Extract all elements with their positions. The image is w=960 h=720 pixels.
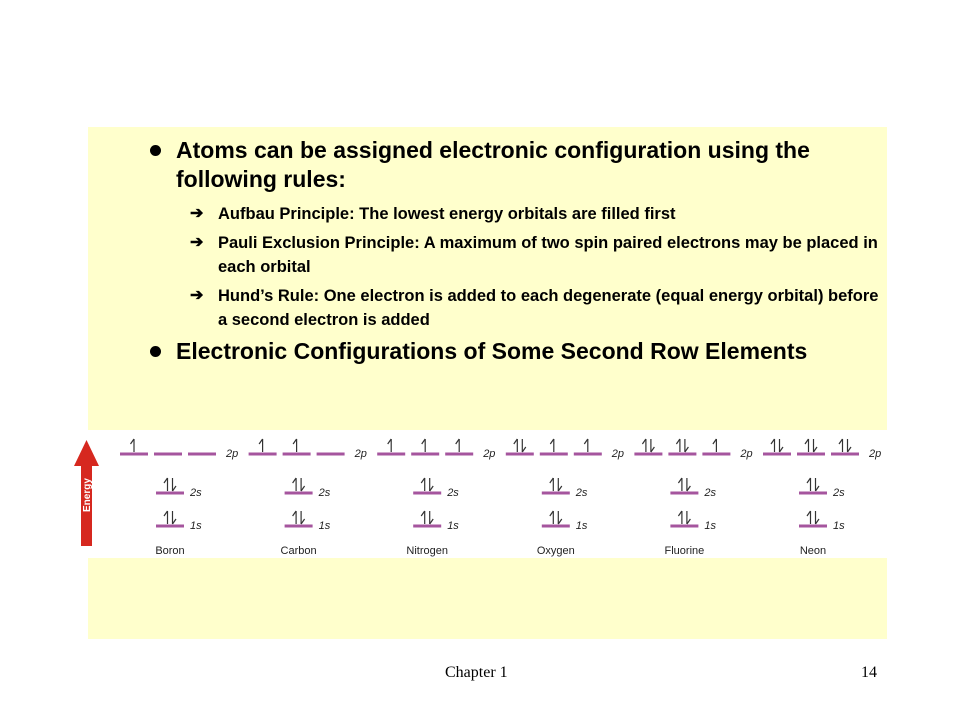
spin-up-arrowhead [130,438,135,445]
sub-bullet-pauli: ➔ Pauli Exclusion Principle: A maximum o… [140,231,885,279]
orbital-1s-label: 1s [833,520,845,532]
spin-down-arrowhead [684,446,689,453]
element-name-label: Carbon [281,545,317,557]
sub-bullet-aufbau: ➔ Aufbau Principle: The lowest energy or… [140,202,885,226]
sub-bullet-hund: ➔ Hund’s Rule: One electron is added to … [140,284,885,332]
spin-down-arrowhead [300,485,306,492]
sub-bullet-aufbau-text: Aufbau Principle: The lowest energy orbi… [218,205,676,223]
spin-up-arrowhead [420,477,426,484]
orbital-2s-label: 2s [446,487,459,499]
bullet-configurations-text: Electronic Configurations of Some Second… [176,338,808,364]
spin-up-arrowhead [163,477,168,484]
spin-up-arrowhead [258,438,264,445]
spin-down-arrowhead [779,446,784,453]
bullet-rules-text: Atoms can be assigned electronic configu… [176,137,810,192]
sub-bullet-pauli-text: Pauli Exclusion Principle: A maximum of … [218,234,878,276]
bullet-configurations: Electronic Configurations of Some Second… [140,337,885,366]
bullet-dot-icon [150,145,161,156]
bullet-dot-icon [150,346,161,357]
sub-bullet-hund-text: Hund’s Rule: One electron is added to ea… [218,287,879,329]
spin-up-arrowhead [387,438,392,445]
energy-arrow-head [74,440,99,466]
spin-up-arrowhead [292,510,297,517]
orbital-2s-label: 2s [189,487,202,499]
orbital-1s-label: 1s [447,520,459,532]
spin-down-arrowhead [686,485,691,492]
spin-down-arrowhead [557,518,563,525]
spin-up-arrowhead [292,438,298,445]
spin-down-arrowhead [521,446,527,453]
spin-down-arrowhead [650,446,655,453]
spin-up-arrowhead [420,510,426,517]
element-name-label: Fluorine [665,545,705,557]
spin-up-arrowhead [677,510,683,517]
spin-down-arrowhead [815,518,820,525]
element-name-label: Oxygen [537,545,575,557]
spin-up-arrowhead [641,438,647,445]
orbital-2p-label: 2p [482,448,495,460]
spin-up-arrowhead [549,438,555,445]
spin-up-arrowhead [806,510,811,517]
orbital-2p-label: 2p [739,448,752,460]
orbital-1s-label: 1s [576,520,588,532]
orbital-2s-label: 2s [703,487,716,499]
spin-down-arrowhead [172,518,177,525]
spin-up-arrowhead [421,438,426,445]
spin-up-arrowhead [806,477,811,484]
spin-up-arrowhead [549,477,554,484]
spin-up-arrowhead [770,438,775,445]
orbital-2p-label: 2p [354,448,367,460]
orbital-1s-label: 1s [319,520,331,532]
orbital-2s-label: 2s [832,487,845,499]
right-arrow-icon: ➔ [190,205,204,222]
spin-down-arrowhead [813,446,818,453]
spin-up-arrowhead [675,438,681,445]
right-arrow-icon: ➔ [190,234,204,251]
bullet-list: Atoms can be assigned electronic configu… [140,136,885,374]
spin-down-arrowhead [172,485,177,492]
spin-up-arrowhead [292,477,297,484]
energy-arrow-shaft [81,464,92,546]
footer-page-number: 14 [861,664,877,681]
spin-down-arrowhead [686,518,691,525]
spin-up-arrowhead [583,438,589,445]
orbital-2s-label: 2s [575,487,588,499]
orbital-2p-label: 2p [225,448,238,460]
spin-up-arrowhead [163,510,168,517]
energy-label: Energy [82,478,93,512]
spin-up-arrowhead [677,477,683,484]
spin-down-arrowhead [429,485,434,492]
orbital-2s-label: 2s [318,487,331,499]
element-name-label: Nitrogen [406,545,448,557]
bullet-rules: Atoms can be assigned electronic configu… [140,136,885,194]
spin-up-arrowhead [549,510,554,517]
spin-down-arrowhead [429,518,434,525]
spin-up-arrowhead [712,438,717,445]
spin-down-arrowhead [815,485,820,492]
element-name-label: Neon [800,545,826,557]
orbital-1s-label: 1s [704,520,716,532]
spin-up-arrowhead [804,438,809,445]
element-name-label: Boron [155,545,184,557]
spin-up-arrowhead [838,438,843,445]
orbital-1s-label: 1s [190,520,202,532]
footer-chapter: Chapter 1 [445,664,508,681]
orbital-2p-label: 2p [611,448,624,460]
spin-down-arrowhead [557,485,563,492]
orbital-2p-label: 2p [868,448,881,460]
spin-down-arrowhead [300,518,306,525]
spin-down-arrowhead [847,446,852,453]
spin-up-arrowhead [455,438,460,445]
spin-up-arrowhead [513,438,518,445]
right-arrow-icon: ➔ [190,287,204,304]
